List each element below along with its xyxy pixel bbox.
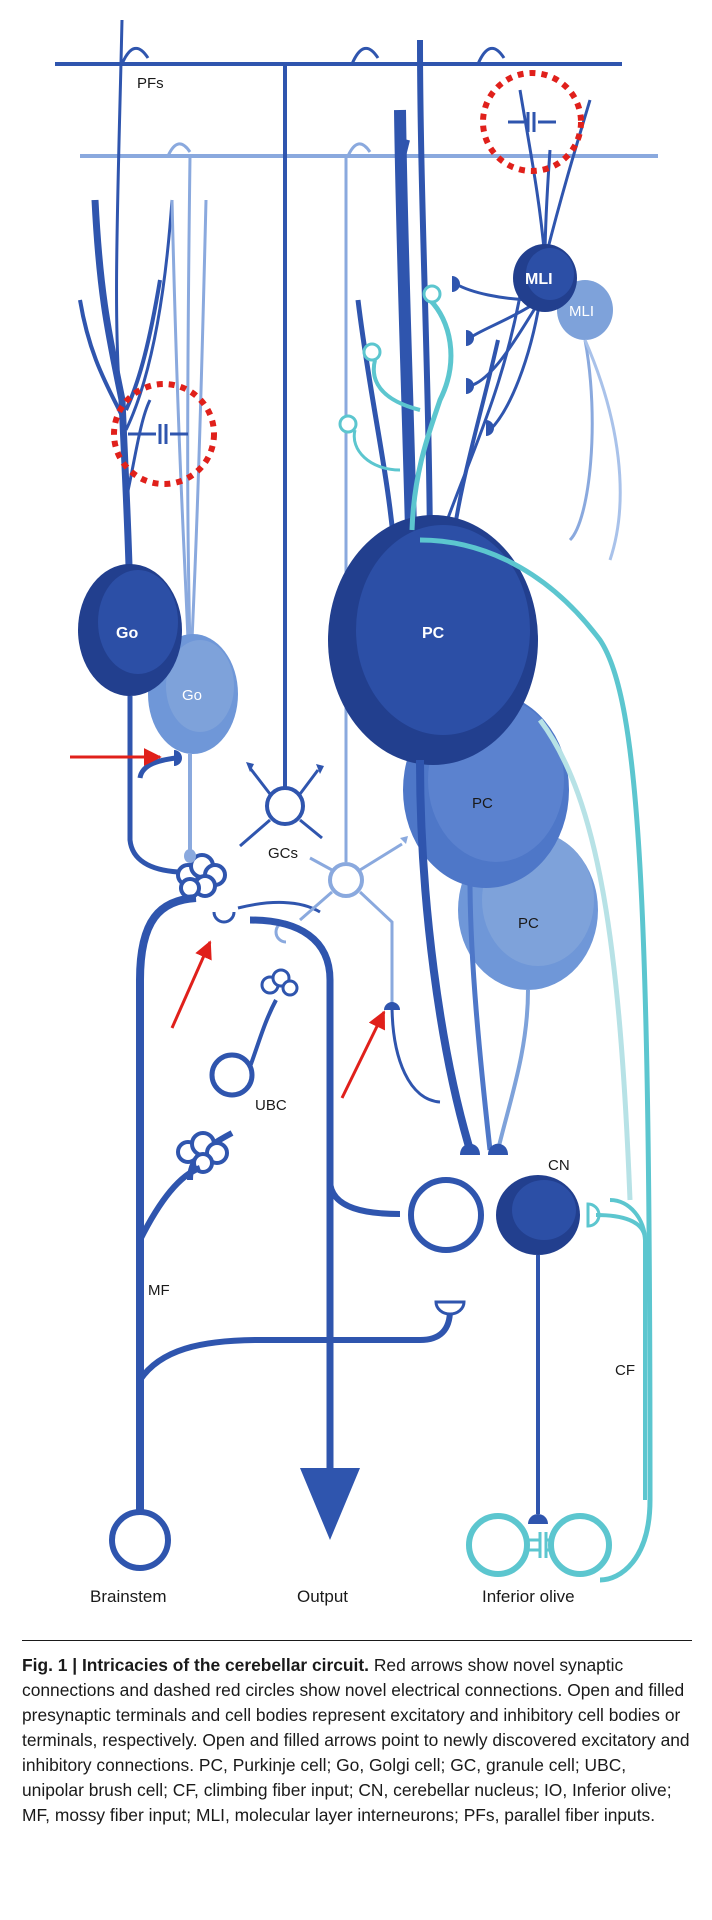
caption-text: Fig. 1 | Intricacies of the cerebellar c… <box>22 1653 692 1828</box>
climbing-fiber-terminals <box>338 284 442 434</box>
novel-connection-arrows <box>70 748 386 1099</box>
io-cell-left <box>466 1513 530 1577</box>
inferior-olive-label: Inferior olive <box>482 1587 575 1606</box>
mli-gap-junction <box>508 112 556 132</box>
brainstem-label: Brainstem <box>90 1587 167 1606</box>
output-label: Output <box>297 1587 348 1606</box>
golgi-terminal-light <box>184 849 196 863</box>
mli-small-label: MLI <box>569 303 594 320</box>
granule-cell-1 <box>239 762 324 848</box>
io-gap-junction <box>528 1532 552 1558</box>
go-large-label: Go <box>116 625 138 642</box>
caption-title: Fig. 1 | Intricacies of the cerebellar c… <box>22 1655 370 1675</box>
cf-label: CF <box>615 1362 635 1379</box>
gcs-label: GCs <box>268 845 298 862</box>
gc-terminal <box>212 911 236 924</box>
brainstem-nucleus <box>109 1509 171 1571</box>
pfs-label: PFs <box>137 75 164 92</box>
glomerulus-rosette <box>176 853 227 899</box>
pc-small-label: PC <box>518 915 539 932</box>
purkinje-axons <box>416 759 530 1152</box>
pc-inhib-terminal <box>384 1002 400 1010</box>
ubc-cell <box>209 1052 255 1098</box>
pc-cn-terminal-1 <box>460 1143 480 1155</box>
golgi-gap-junction <box>128 424 188 444</box>
pc-cn-terminal-2 <box>488 1143 508 1155</box>
ubc-label: UBC <box>255 1097 287 1114</box>
ubc-rosette <box>260 968 299 997</box>
climbing-fiber <box>352 298 653 1583</box>
golgi-dendrites <box>78 19 208 651</box>
cerebellar-circuit-diagram: Go Go GCs <box>55 19 658 1606</box>
mli-terminals <box>452 276 494 436</box>
go-small-label: Go <box>182 687 202 704</box>
mli-large-label: MLI <box>525 271 553 288</box>
io-cell-right <box>548 1513 612 1577</box>
mf-label: MF <box>148 1282 170 1299</box>
parallel-fibers <box>55 47 658 158</box>
pc-mid-label: PC <box>472 795 493 812</box>
caption-rule <box>22 1640 692 1641</box>
granule-cell-2 <box>299 836 408 1004</box>
figure-caption: Fig. 1 | Intricacies of the cerebellar c… <box>22 1640 692 1828</box>
cn-io-terminal <box>528 1514 548 1524</box>
pc-large-label: PC <box>422 625 445 642</box>
purkinje-dendrites <box>355 39 522 571</box>
mli-gap-junction-marker <box>480 70 584 174</box>
output-arrowhead <box>300 1468 360 1540</box>
golgi-gap-junction-marker <box>111 381 217 487</box>
cf-faint-branch <box>537 718 633 1201</box>
cf-to-cn-branch <box>595 1213 647 1241</box>
output-path <box>249 916 401 1470</box>
mf-cn-terminal <box>434 1300 466 1316</box>
cn-label: CN <box>548 1157 570 1174</box>
golgi-inhibitory-terminal <box>174 750 182 766</box>
mossy-fiber-trunk <box>136 894 453 1510</box>
cn-excitatory-cell <box>408 1177 484 1253</box>
caption-body: Red arrows show novel synaptic connectio… <box>22 1655 690 1825</box>
